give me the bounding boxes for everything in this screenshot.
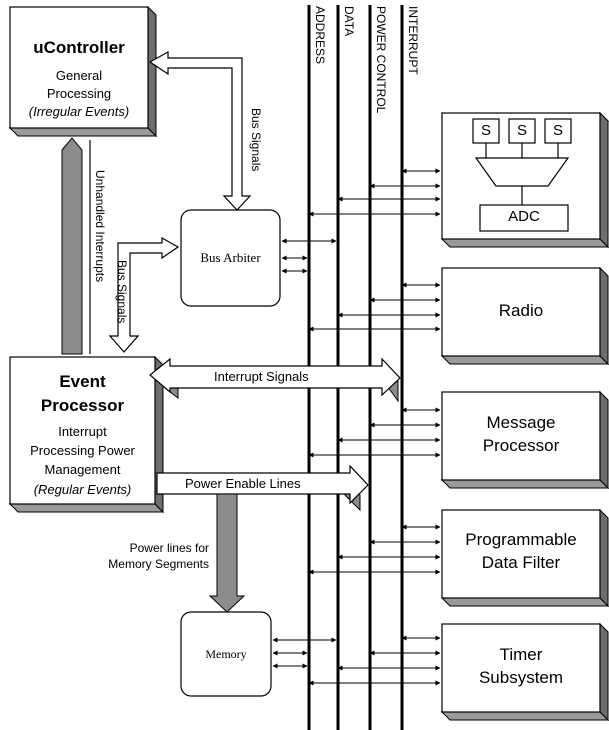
event-processor-title-2: Processor	[40, 396, 125, 415]
data-filter-block	[440, 508, 609, 608]
ucontroller-title: uController	[33, 38, 125, 57]
connector-arrows	[272, 168, 441, 686]
sensor-label-2: S	[516, 122, 527, 139]
bus-arbiter-label: Bus Arbiter	[200, 250, 261, 265]
event-processor-line-4: (Regular Events)	[33, 482, 132, 497]
sensor-box-1	[472, 118, 500, 144]
event-processor-line-1: Interrupt	[58, 424, 107, 439]
bus-signals-mid-label: Bus Signals	[115, 260, 129, 324]
radio-block	[440, 266, 609, 366]
bus-signals-arrow-mid	[108, 236, 180, 353]
sensor-label-1: S	[480, 122, 491, 139]
power-enable-lines-label: Power Enable Lines	[185, 476, 301, 491]
sensor-box-2	[508, 118, 536, 144]
timer-label-2: Subsystem	[478, 668, 564, 687]
bus-signals-arrow-top	[148, 50, 252, 211]
address-bus-label: ADDRESS	[313, 6, 327, 65]
message-processor-block	[440, 390, 609, 490]
sensor-box-3	[544, 118, 572, 144]
unhandled-interrupts-arrow	[61, 137, 91, 355]
interrupt-bus-label: INTERRUPT	[406, 6, 420, 75]
adc-block	[440, 111, 609, 249]
data-filter-label-1: Programmable	[465, 530, 577, 549]
adc-label: ADC	[508, 208, 540, 225]
memory-box	[180, 611, 272, 697]
ucontroller-line-1: General	[55, 68, 103, 83]
ucontroller-line-3: (Irregular Events)	[28, 104, 130, 119]
event-processor-title-1: Event	[59, 372, 106, 391]
ucontroller-box	[8, 5, 158, 138]
timer-label-1: Timer	[499, 645, 543, 664]
bus-arbiter-box	[180, 209, 281, 307]
power-control-bus-label: POWER CONTROL	[374, 6, 388, 114]
unhandled-interrupts-label: Unhandled Interrupts	[93, 170, 107, 283]
power-enable-lines-arrow	[156, 464, 369, 512]
memory-label: Memory	[205, 647, 247, 661]
ucontroller-line-2: Processing	[46, 86, 112, 101]
data-bus-label: DATA	[342, 6, 356, 37]
memory-power-lines-label-1: Power lines for	[129, 541, 209, 555]
radio-label: Radio	[498, 301, 544, 320]
memory-power-lines-arrow	[208, 493, 246, 613]
message-processor-label-1: Message	[486, 413, 556, 432]
data-filter-label-2: Data Filter	[481, 553, 561, 572]
interrupt-signals-label: Interrupt Signals	[214, 369, 309, 384]
event-processor-line-3: Management	[44, 462, 121, 477]
message-processor-label-2: Processor	[482, 436, 560, 455]
interrupt-signals-arrow	[149, 357, 401, 403]
mux-trapezoid	[474, 157, 570, 187]
sensor-label-3: S	[552, 122, 563, 139]
event-processor-line-2: Processing Power	[30, 443, 135, 458]
adc-box	[479, 204, 569, 232]
memory-power-lines-label-2: Memory Segments	[108, 557, 209, 571]
bus-signals-top-label: Bus Signals	[249, 108, 263, 172]
timer-block	[440, 622, 609, 722]
